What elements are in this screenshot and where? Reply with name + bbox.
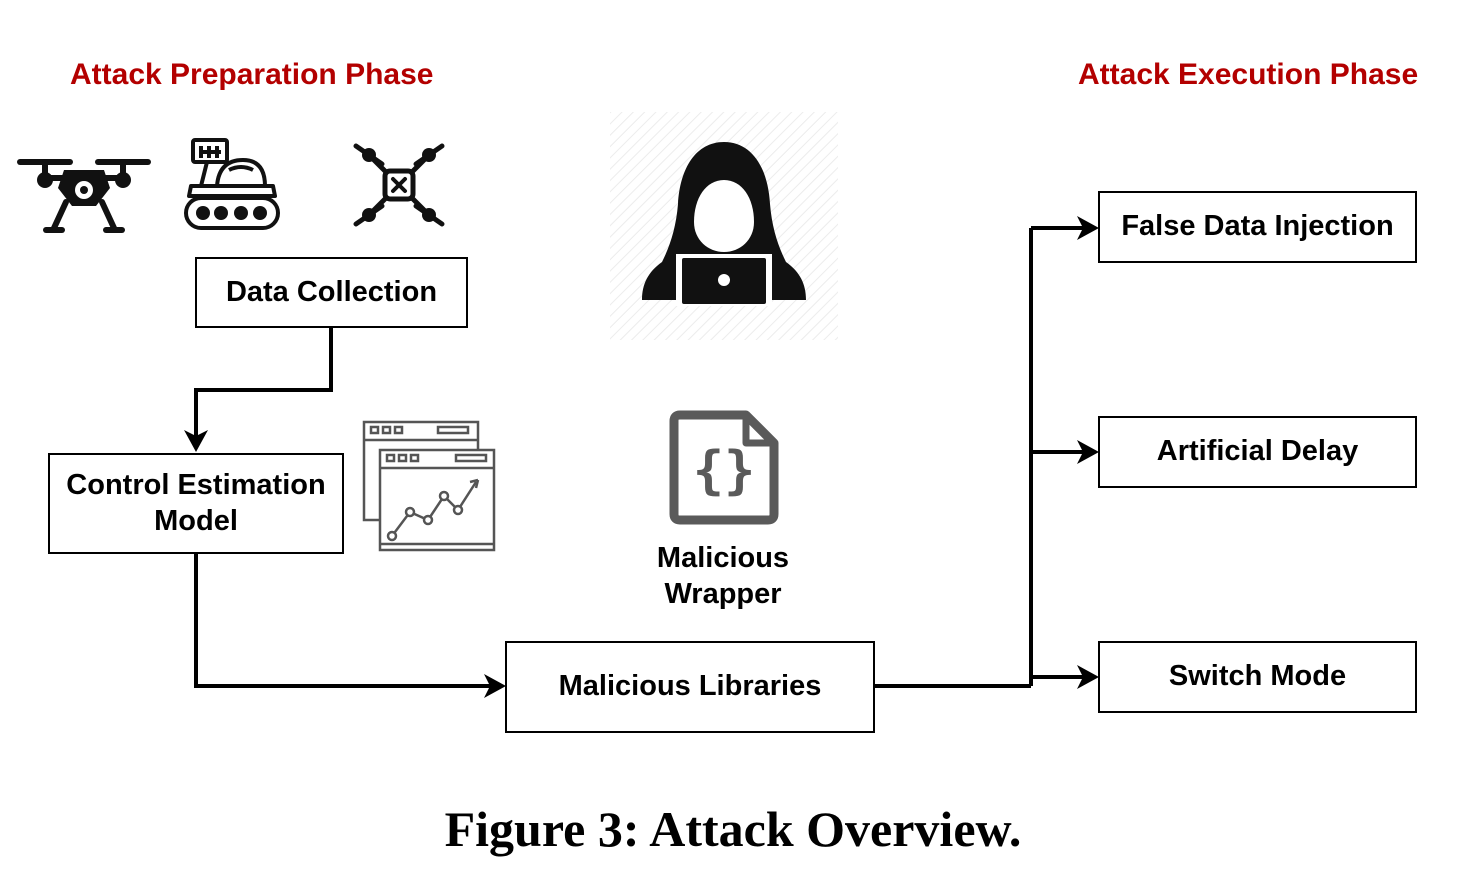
- arrow-data-to-control: [194, 328, 333, 447]
- control-estimation-model-box: Control Estimation Model: [48, 453, 344, 554]
- switch-mode-box: Switch Mode: [1098, 641, 1417, 713]
- hacker-icon: [610, 112, 838, 340]
- execution-phase-title: Attack Execution Phase: [1078, 58, 1419, 91]
- false-data-injection-label: False Data Injection: [1121, 210, 1394, 243]
- malicious-libraries-box: Malicious Libraries: [505, 641, 875, 733]
- svg-text:{}: {}: [693, 441, 756, 501]
- switch-mode-label: Switch Mode: [1168, 660, 1347, 693]
- rover-icon: [184, 138, 280, 230]
- drone-icon: [17, 159, 151, 233]
- control-estimation-label-line2: Model: [154, 504, 238, 537]
- control-estimation-label-line1: Control Estimation: [66, 469, 326, 502]
- figure-caption: Figure 3: Attack Overview.: [444, 801, 1022, 857]
- data-collection-label: Data Collection: [225, 275, 438, 308]
- malicious-wrapper-label: Malicious Wrapper: [618, 540, 828, 613]
- artificial-delay-box: Artificial Delay: [1098, 416, 1417, 488]
- false-data-injection-box: False Data Injection: [1098, 191, 1417, 263]
- malicious-wrapper-line2: Wrapper: [664, 578, 782, 611]
- malicious-libraries-label: Malicious Libraries: [558, 670, 822, 703]
- quadcopter-icon: [353, 143, 445, 227]
- data-collection-box: Data Collection: [195, 257, 468, 328]
- arrow-control-to-libraries: [194, 554, 500, 688]
- artificial-delay-label: Artificial Delay: [1156, 435, 1359, 468]
- malicious-wrapper-line1: Malicious: [656, 542, 790, 574]
- code-file-icon: {}: [669, 410, 779, 525]
- analytics-chart-icon: [362, 420, 496, 552]
- preparation-phase-title: Attack Preparation Phase: [70, 58, 434, 91]
